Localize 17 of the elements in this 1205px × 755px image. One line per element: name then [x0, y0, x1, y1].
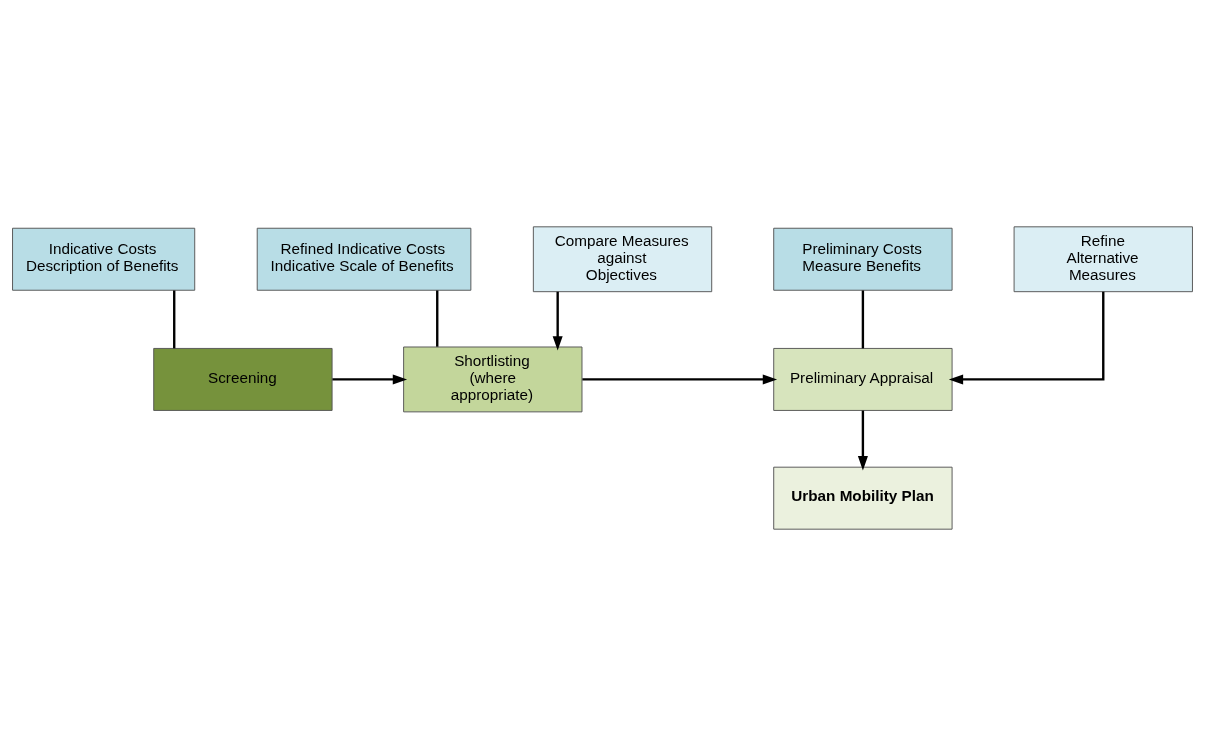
- arrow: [948, 291, 1105, 384]
- arrow: [857, 410, 868, 470]
- node-box: Indicative Costs Description of Benefits: [12, 227, 196, 291]
- node-box: Preliminary Appraisal: [773, 347, 953, 411]
- arrow: [332, 373, 408, 384]
- connector: [436, 290, 439, 347]
- node-box: Preliminary Costs Measure Benefits: [773, 227, 953, 291]
- node-box: Refine Alternative Measures: [1013, 225, 1193, 292]
- arrow: [552, 291, 563, 350]
- node-box: Compare Measures against Objectives: [532, 225, 713, 292]
- node-box: Urban Mobility Plan: [773, 466, 953, 530]
- connector: [861, 290, 865, 348]
- node-box: Refined Indicative Costs Indicative Scale of Benefits: [256, 227, 472, 291]
- arrow: [582, 373, 778, 384]
- node-box: Screening: [153, 347, 333, 411]
- connector: [173, 290, 176, 348]
- node-box: Shortlisting (where appropriate): [403, 346, 583, 412]
